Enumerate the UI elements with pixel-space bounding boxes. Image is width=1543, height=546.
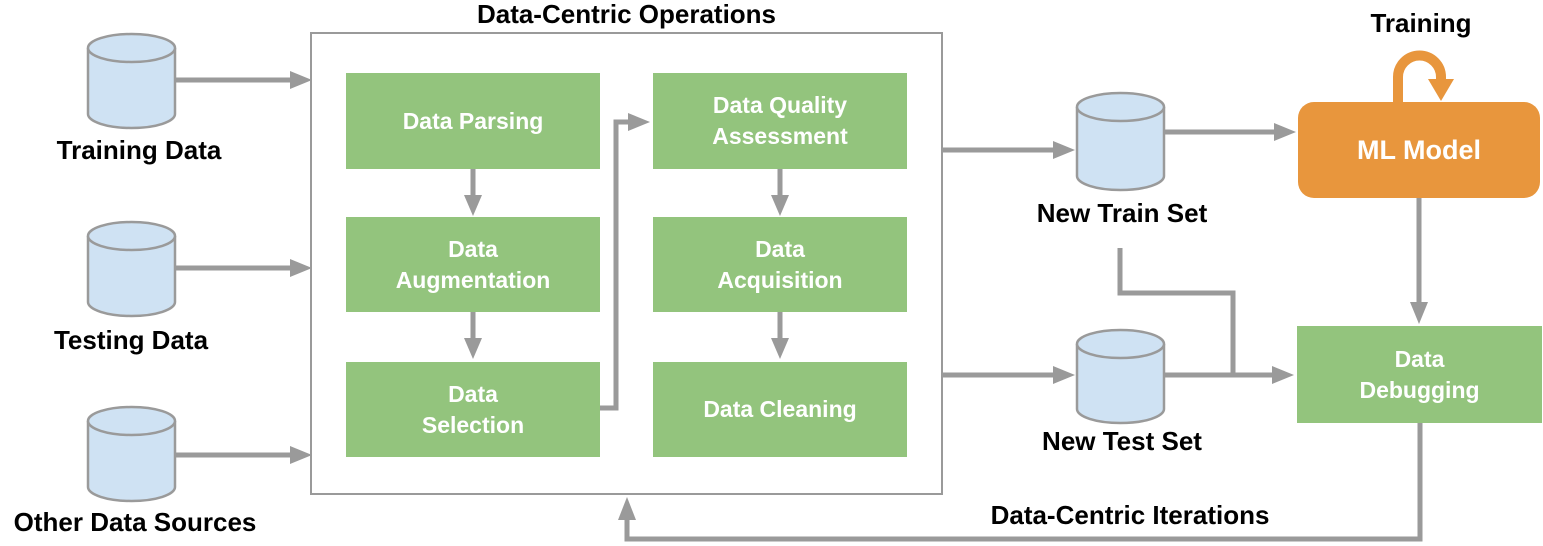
testing-data-database-icon: [86, 220, 177, 318]
arrowhead-icon: [1274, 123, 1296, 141]
node-data-selection: Data Selection: [346, 362, 600, 457]
training-loop-arrow-icon: [1393, 50, 1454, 103]
data-centric-operations-box: [310, 32, 943, 495]
arrowhead-icon: [1272, 366, 1294, 384]
node-data-acquisition: Data Acquisition: [653, 217, 907, 312]
arrowhead-icon: [1410, 302, 1428, 324]
arrowhead-icon: [618, 497, 636, 520]
node-data-quality-assessment: Data Quality Assessment: [653, 73, 907, 169]
arrowhead-icon: [464, 338, 482, 359]
new-train-set-label: New Train Set: [1036, 198, 1208, 228]
iterations-label: Data-Centric Iterations: [990, 500, 1270, 530]
arrowhead-icon: [1053, 366, 1075, 384]
new-train-set-database-icon: [1075, 91, 1166, 192]
arrowhead-icon: [1053, 141, 1075, 159]
arrowhead-icon: [290, 259, 312, 277]
new-test-set-label: New Test Set: [1042, 426, 1202, 456]
arrowhead-icon: [628, 113, 650, 131]
arrow-selection-to-quality-assessment: [600, 119, 629, 411]
arrowhead-icon: [464, 195, 482, 216]
node-data-augmentation: Data Augmentation: [346, 217, 600, 312]
arrowhead-icon: [290, 71, 312, 89]
other-data-sources-database-icon: [86, 405, 177, 503]
node-data-cleaning: Data Cleaning: [653, 362, 907, 457]
node-data-parsing: Data Parsing: [346, 73, 600, 169]
connector-new-train-set-to-debugging: [1117, 248, 1236, 373]
new-test-set-database-icon: [1075, 328, 1166, 425]
training-data-label: Training Data: [56, 135, 222, 165]
operations-title: Data-Centric Operations: [476, 0, 777, 29]
training-data-database-icon: [86, 32, 177, 130]
arrowhead-icon: [771, 338, 789, 359]
arrowhead-icon: [771, 195, 789, 216]
connector-iterations-feedback: [624, 423, 1423, 542]
other-data-sources-label: Other Data Sources: [13, 507, 257, 537]
node-ml-model: ML Model: [1298, 102, 1540, 198]
training-loop-label: Training: [1370, 8, 1472, 38]
arrowhead-icon: [290, 446, 312, 464]
node-data-debugging: Data Debugging: [1297, 326, 1542, 423]
testing-data-label: Testing Data: [53, 325, 209, 355]
